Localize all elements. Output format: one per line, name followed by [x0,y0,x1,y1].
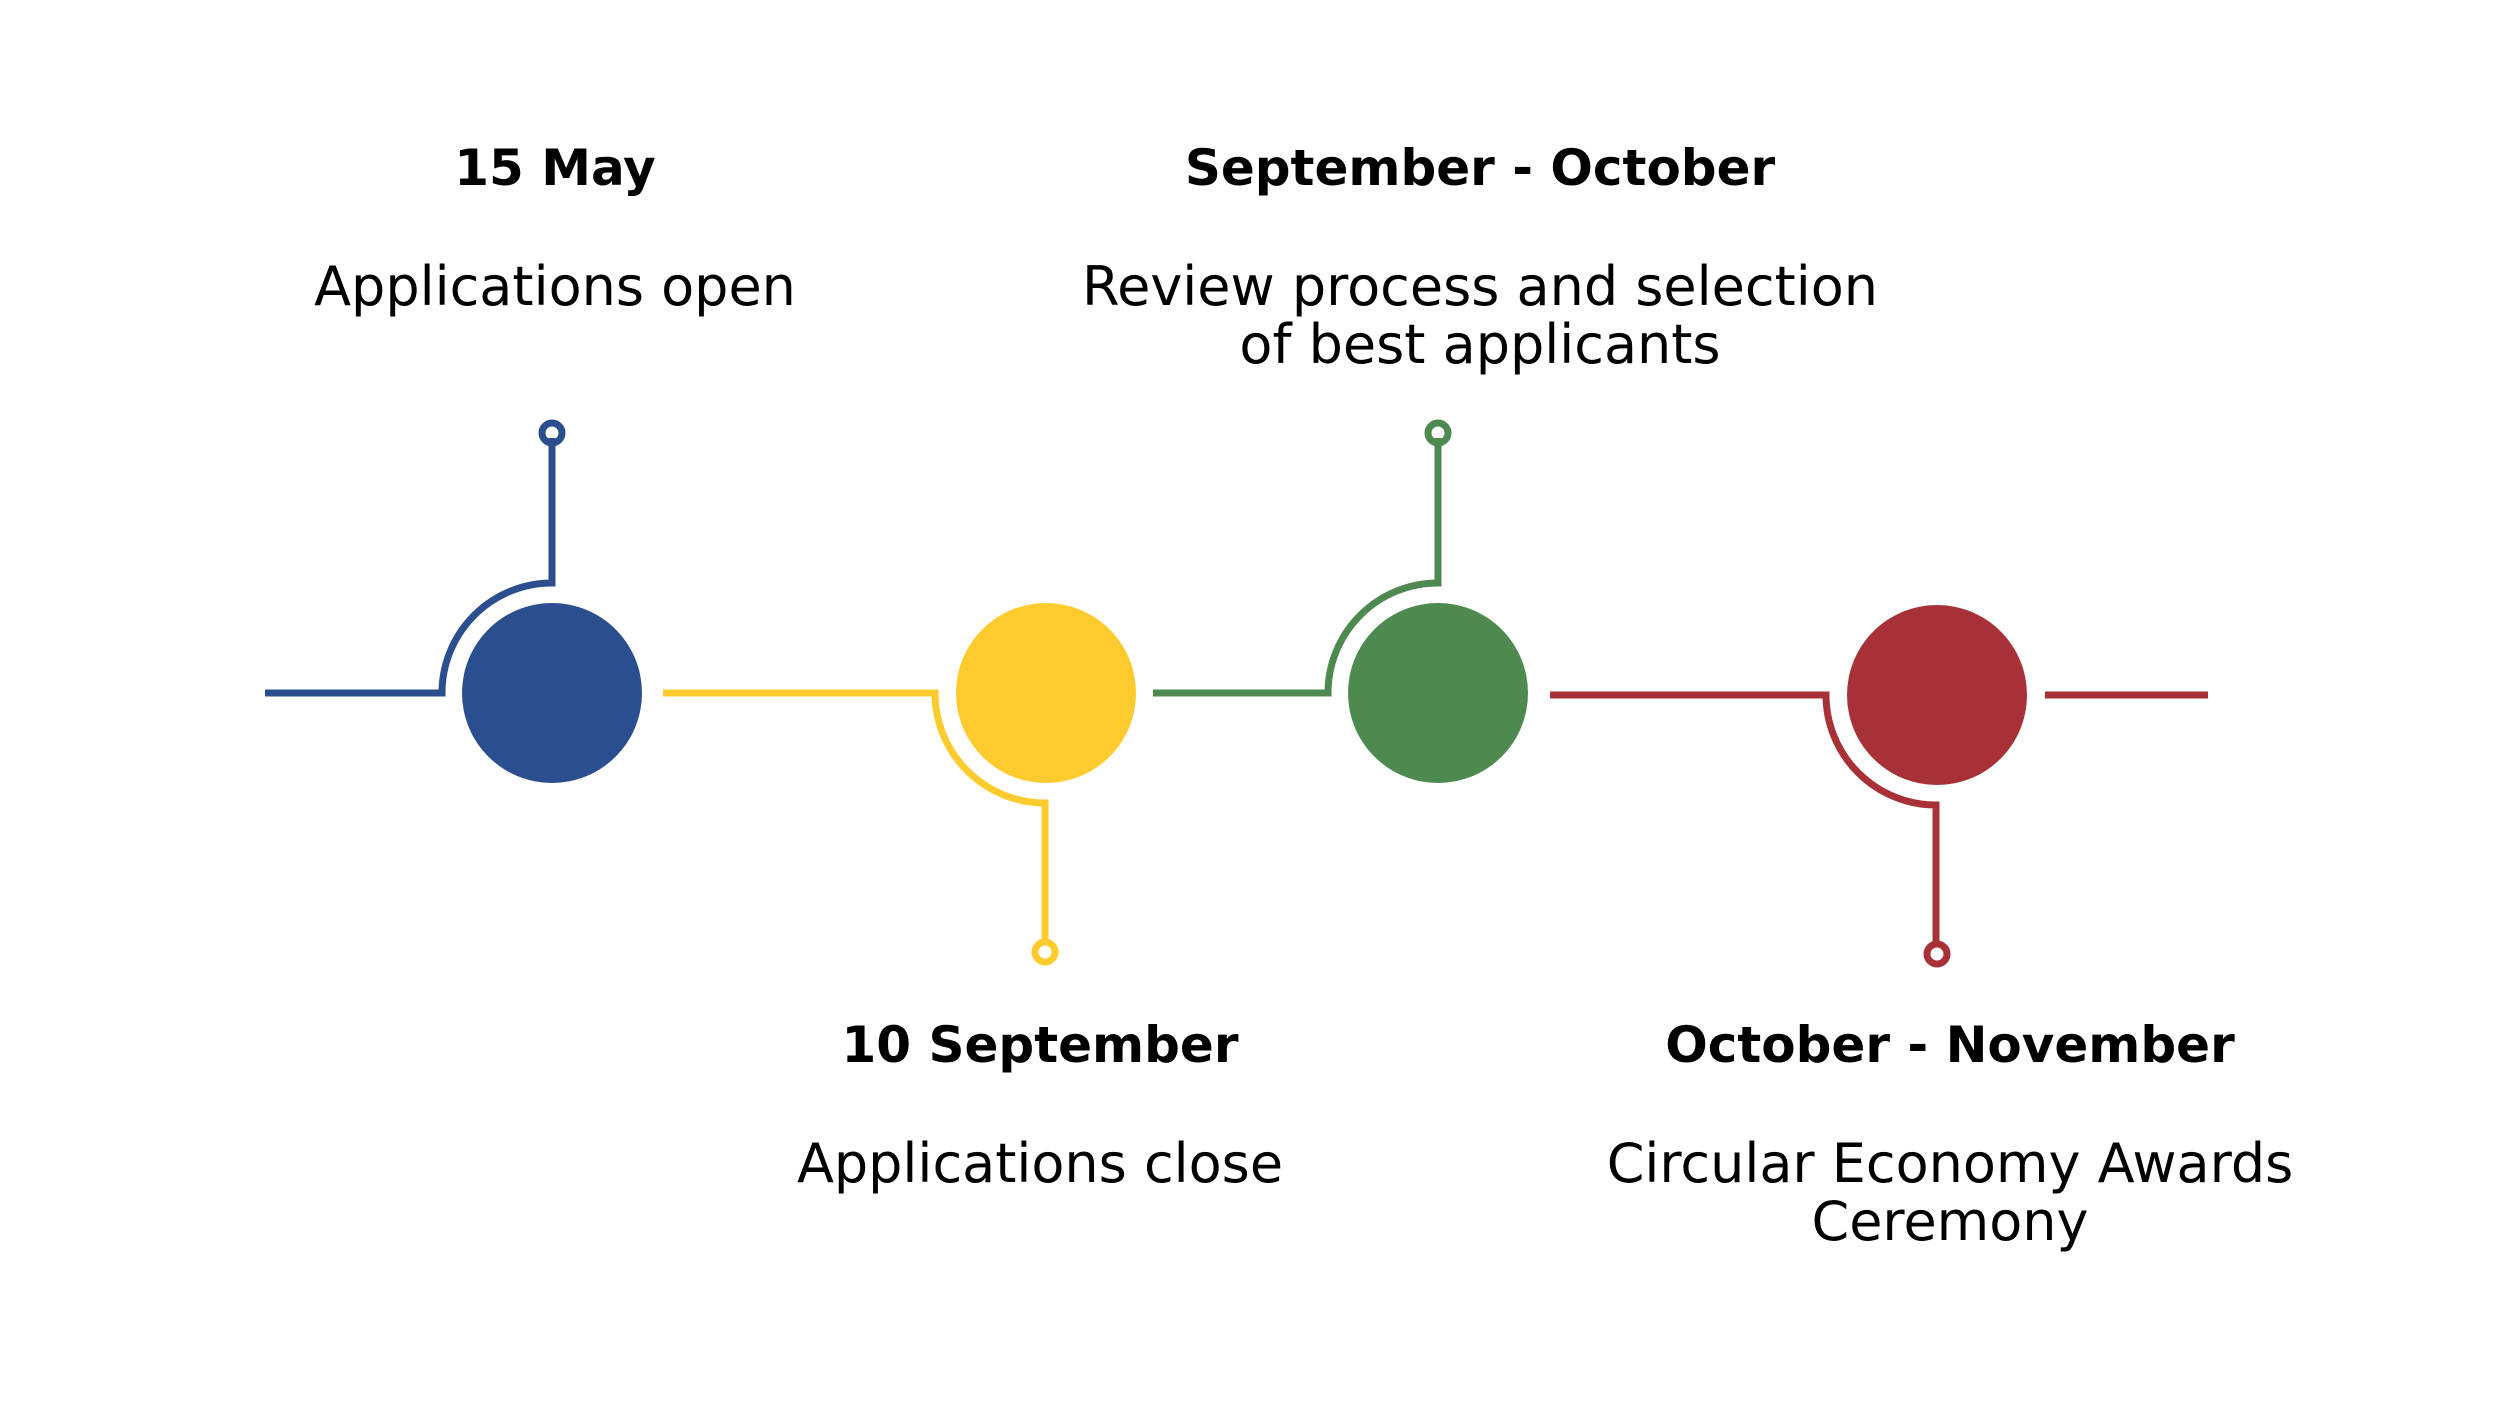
connector-end-dot [538,419,566,447]
connector-line [663,689,1049,940]
milestone-date: September - October [1184,139,1776,197]
connector-line [1153,438,1442,697]
milestone-description: Circular Economy Awards Ceremony [1606,1132,2294,1253]
milestone-10-september: 10 September Applications close [740,1015,1340,1193]
timeline-segment-blue [265,419,566,697]
milestone-node-green [1348,603,1528,783]
milestone-description: Review process and selection of best app… [1082,255,1878,376]
milestone-september-october: September - October Review process and s… [1030,138,1930,374]
milestone-date: October - November [1665,1016,2235,1074]
connector-line [265,438,556,697]
milestone-description: Applications close [796,1132,1284,1195]
milestone-node-red [1847,605,2027,785]
connector-line [1550,691,1940,943]
connector-end-dot [1923,940,1951,968]
milestone-15-may: 15 May Applications open [255,138,855,316]
timeline-segment-green [1153,419,1452,697]
milestone-node-yellow [956,603,1136,783]
milestone-description: Applications open [314,255,796,318]
milestone-october-november: October - November Circular Economy Awar… [1560,1015,2340,1251]
timeline-segment-red [1550,691,2208,968]
milestone-date: 10 September [841,1016,1239,1074]
connector-end-dot [1424,419,1452,447]
milestone-node-blue [462,603,642,783]
connector-end-dot [1031,938,1059,966]
milestone-date: 15 May [454,139,656,197]
timeline-segment-yellow [663,689,1059,966]
